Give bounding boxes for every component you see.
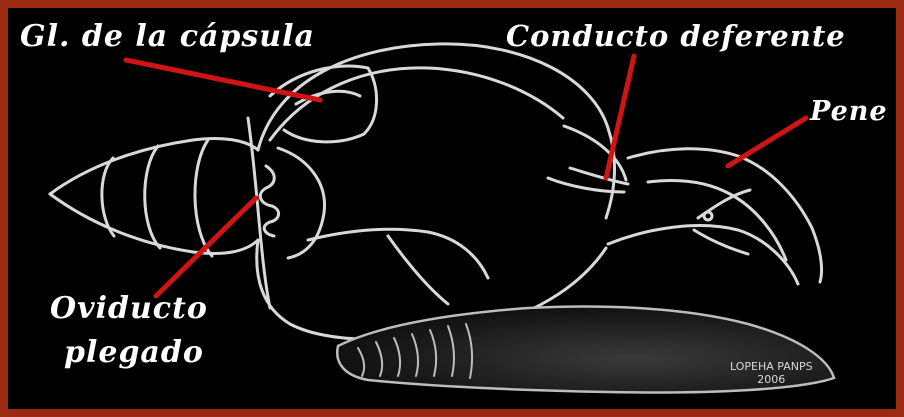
duct-segment-inner bbox=[570, 168, 628, 184]
pointer-lines bbox=[126, 56, 806, 296]
eye-dot bbox=[704, 212, 712, 220]
inner-whorl-arc bbox=[270, 68, 563, 140]
pointer-duct bbox=[606, 56, 634, 178]
penis-inner bbox=[648, 181, 786, 261]
label-oviduct-line1: Oviducto bbox=[50, 294, 208, 324]
oviduct-fold bbox=[260, 166, 278, 236]
tentacle-lower bbox=[694, 230, 748, 254]
mantle-edge bbox=[308, 229, 488, 278]
oviduct-lobe bbox=[278, 148, 325, 258]
label-deferent-duct: Conducto deferente bbox=[506, 22, 846, 51]
collar-fold bbox=[388, 236, 448, 304]
body-whorl-outline bbox=[258, 44, 615, 218]
whorl-3 bbox=[195, 140, 212, 256]
penis-outline bbox=[628, 149, 822, 282]
diagram-panel: Gl. de la cápsula Conducto deferente Pen… bbox=[8, 8, 896, 409]
pointer-penis bbox=[728, 118, 806, 166]
shell-spire bbox=[50, 138, 258, 194]
label-capsule-gland: Gl. de la cápsula bbox=[20, 22, 315, 52]
label-penis: Pene bbox=[810, 98, 888, 125]
credit-line-1: LOPEHA PANPS bbox=[730, 360, 813, 373]
label-oviduct-line2: plegado bbox=[64, 338, 204, 368]
artist-credit: LOPEHA PANPS 2006 bbox=[730, 360, 813, 386]
whorl-2 bbox=[145, 146, 160, 248]
credit-line-2: 2006 bbox=[730, 373, 813, 386]
